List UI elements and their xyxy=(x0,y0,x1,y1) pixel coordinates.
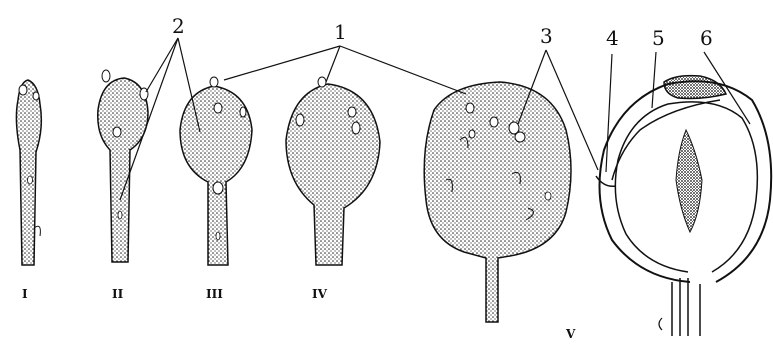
stage-label-ii: II xyxy=(112,288,123,300)
callout-label-3: 3 xyxy=(540,26,553,46)
stage-label-v: V xyxy=(566,328,575,340)
stage-ii-gall xyxy=(98,70,148,262)
stage-v-gall xyxy=(424,82,571,322)
stage-label-iv: IV xyxy=(312,288,327,300)
callout-label-4: 4 xyxy=(606,28,619,48)
stage-iv-gall xyxy=(286,77,380,265)
gall-cross-section xyxy=(596,76,771,336)
stage-i-stem xyxy=(16,80,41,265)
stage-label-i: I xyxy=(22,288,28,300)
callout-label-5: 5 xyxy=(652,28,665,48)
stage-iii-gall xyxy=(180,77,252,265)
callout-label-2: 2 xyxy=(172,16,185,36)
stage-label-iii: III xyxy=(206,288,223,300)
callout-label-1: 1 xyxy=(334,22,347,42)
callout-label-6: 6 xyxy=(700,28,713,48)
